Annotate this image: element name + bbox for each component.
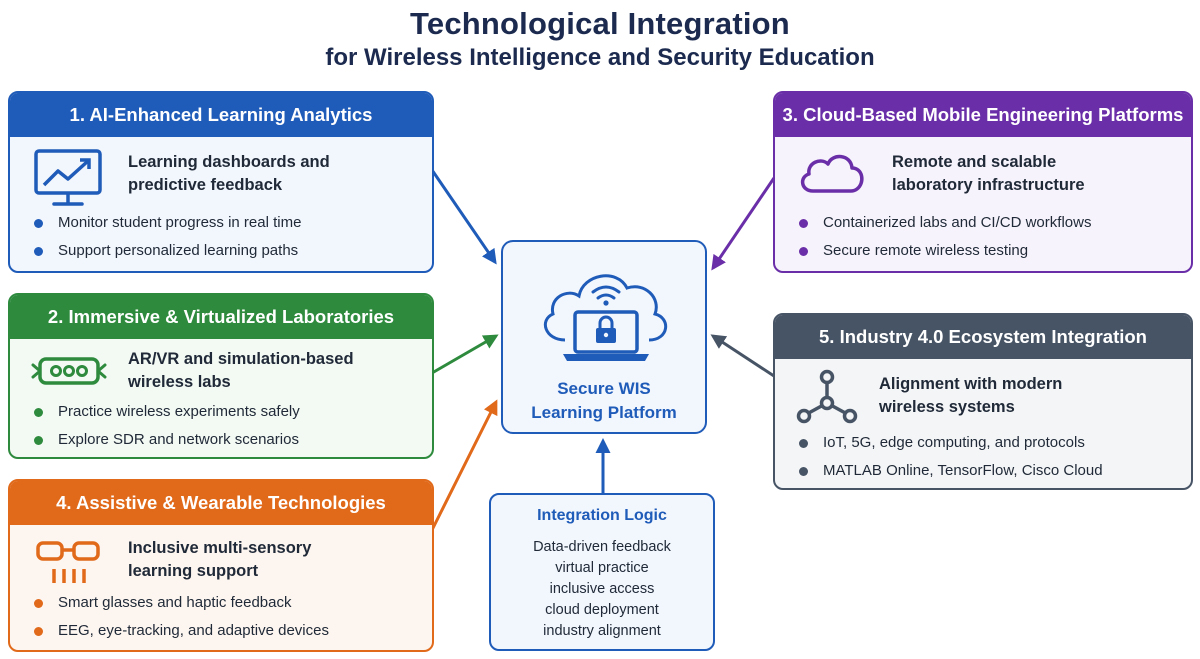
arrow-c4 — [430, 399, 498, 531]
arrow-c5 — [710, 334, 775, 378]
card-cloud-platforms: 3. Cloud-Based Mobile Engineering Platfo… — [773, 91, 1193, 273]
list-item: Data-driven feedback — [533, 539, 671, 555]
integration-logic-title: Integration Logic — [537, 507, 667, 524]
arrow-c2 — [431, 334, 499, 375]
integration-logic-list: Data-driven feedback virtual practice in… — [491, 537, 713, 642]
card-title: 2. Immersive & Virtualized Laboratories — [10, 295, 432, 339]
list-item: MATLAB Online, TensorFlow, Cisco Cloud — [797, 457, 1103, 485]
list-item: Smart glasses and haptic feedback — [32, 589, 329, 617]
card-ai-learning-analytics: 1. AI-Enhanced Learning Analytics Learni… — [8, 91, 434, 273]
smart-glasses-icon — [32, 539, 106, 594]
arrow-c3 — [711, 177, 776, 271]
monitor-chart-icon — [32, 147, 106, 218]
page-subtitle: for Wireless Intelligence and Security E… — [325, 44, 875, 71]
card-industry-ecosystem: 5. Industry 4.0 Ecosystem Integration Al… — [773, 313, 1193, 490]
bullet-list: Smart glasses and haptic feedback EEG, e… — [32, 589, 329, 645]
card-title: 4. Assistive & Wearable Technologies — [10, 481, 432, 525]
integration-logic-box: Integration Logic Data-driven feedback v… — [489, 493, 715, 651]
cloud-laptop-lock-icon — [533, 258, 679, 375]
list-item: Monitor student progress in real time — [32, 209, 301, 237]
card-title: 5. Industry 4.0 Ecosystem Integration — [775, 315, 1191, 359]
bullet-list: Containerized labs and CI/CD workflows S… — [797, 209, 1091, 265]
list-item: IoT, 5G, edge computing, and protocols — [797, 429, 1103, 457]
list-item: inclusive access — [549, 581, 655, 597]
cloud-icon — [795, 147, 869, 204]
card-immersive-labs: 2. Immersive & Virtualized Laboratories … — [8, 293, 434, 459]
list-item: Explore SDR and network scenarios — [32, 426, 300, 454]
bullet-list: Practice wireless experiments safely Exp… — [32, 398, 300, 454]
list-item: cloud deployment — [545, 602, 659, 618]
card-assistive-wearables: 4. Assistive & Wearable Technologies Inc… — [8, 479, 434, 652]
bullet-list: Monitor student progress in real time Su… — [32, 209, 301, 265]
card-title: 3. Cloud-Based Mobile Engineering Platfo… — [775, 93, 1191, 137]
arrow-c1 — [430, 169, 497, 265]
bullet-list: IoT, 5G, edge computing, and protocols M… — [797, 429, 1103, 485]
list-item: industry alignment — [543, 623, 661, 639]
list-item: Containerized labs and CI/CD workflows — [797, 209, 1091, 237]
card-title: 1. AI-Enhanced Learning Analytics — [10, 93, 432, 137]
network-nodes-icon — [795, 369, 859, 432]
list-item: Secure remote wireless testing — [797, 237, 1091, 265]
list-item: Practice wireless experiments safely — [32, 398, 300, 426]
list-item: virtual practice — [555, 560, 649, 576]
list-item: Support personalized learning paths — [32, 237, 301, 265]
list-item: EEG, eye-tracking, and adaptive devices — [32, 617, 329, 645]
vr-headset-icon — [30, 353, 108, 398]
page-title: Technological Integration — [410, 6, 790, 41]
